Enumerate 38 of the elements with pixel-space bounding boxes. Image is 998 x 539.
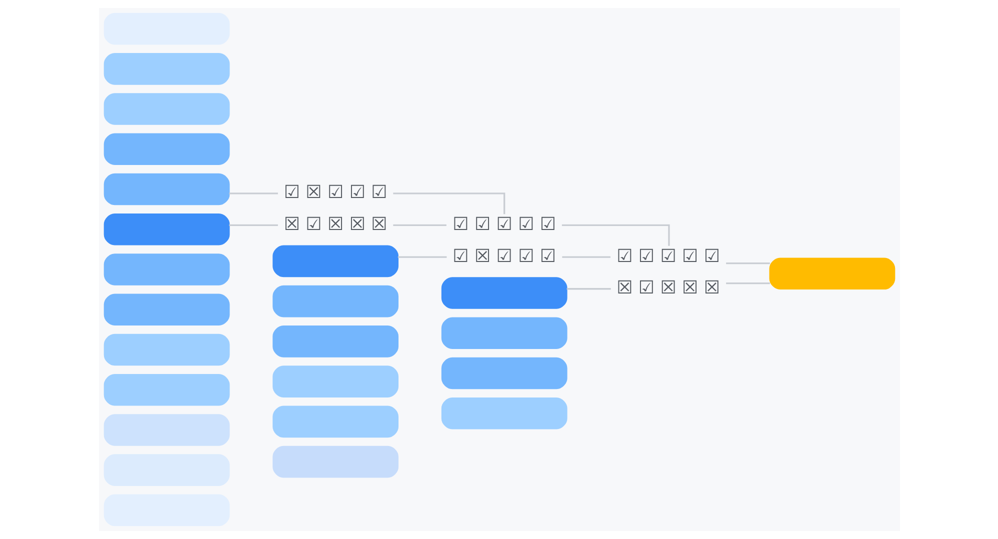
node-box	[272, 366, 398, 398]
node-text: ☑ ☒ ☑ ☑ ☑	[283, 182, 387, 204]
node-box	[103, 93, 230, 125]
node-box	[103, 53, 230, 85]
connector	[726, 282, 770, 284]
node-box	[440, 397, 567, 430]
node-text: ☒ ☑ ☒ ☒ ☒	[283, 214, 387, 235]
node-box	[440, 317, 567, 350]
node-text: ☑ ☒ ☑ ☑ ☑	[452, 246, 556, 267]
node-box	[103, 414, 230, 446]
node-box	[103, 213, 230, 246]
node-box	[103, 294, 230, 326]
node-box	[272, 446, 398, 478]
node-box	[103, 334, 230, 366]
node-text: ☑ ☑ ☑ ☑ ☑	[616, 246, 720, 267]
node-box	[103, 254, 230, 286]
node-box	[103, 454, 230, 486]
node-box	[272, 245, 398, 278]
connector	[562, 256, 610, 258]
node-box	[440, 277, 567, 309]
node-box	[768, 258, 895, 290]
node-box	[103, 374, 230, 406]
node-box	[272, 406, 398, 438]
connector	[392, 192, 505, 214]
connector	[566, 288, 610, 290]
connector	[561, 224, 670, 246]
node-box	[103, 173, 230, 206]
connector	[397, 256, 446, 258]
connector	[726, 262, 770, 264]
node-text: ☑ ☑ ☑ ☑ ☑	[452, 214, 556, 235]
node-text: ☒ ☑ ☒ ☒ ☒	[616, 278, 720, 299]
node-box	[272, 285, 398, 318]
connector	[228, 192, 278, 194]
node-box	[103, 133, 230, 166]
connector	[228, 224, 278, 226]
node-box	[440, 357, 567, 390]
node-box	[272, 326, 398, 358]
connector	[392, 224, 446, 226]
